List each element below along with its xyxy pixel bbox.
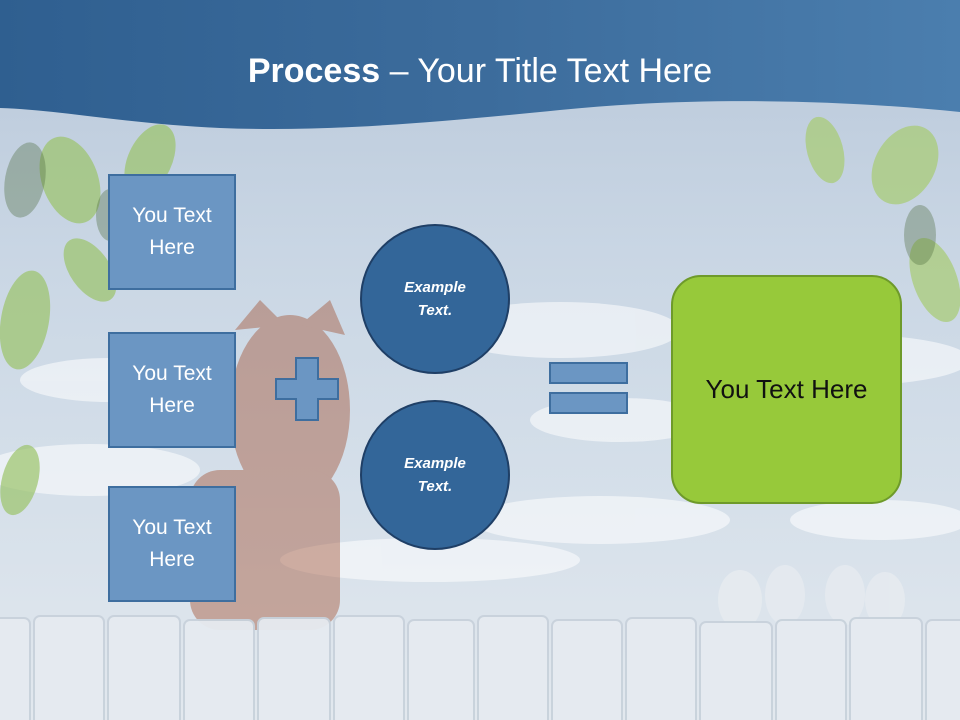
input-box-1[interactable]: You Text Here [108, 174, 236, 290]
result-box[interactable]: You Text Here [671, 275, 902, 504]
title-bold: Process [247, 52, 381, 90]
example-circle-1[interactable]: Example Text. [360, 224, 510, 374]
input-box-label: You Text Here [132, 362, 212, 417]
slide-title: Process – Your Title Text Here [0, 52, 960, 91]
input-box-3[interactable]: You Text Here [108, 486, 236, 602]
result-label: You Text Here [705, 374, 868, 404]
input-box-label: You Text Here [132, 516, 212, 571]
title-rest: – Your Title Text Here [380, 52, 713, 90]
input-box-2[interactable]: You Text Here [108, 332, 236, 448]
example-circle-2[interactable]: Example Text. [360, 400, 510, 550]
circle-label: Example Text. [404, 279, 466, 319]
circle-label: Example Text. [404, 455, 466, 495]
input-box-label: You Text Here [132, 204, 212, 259]
header-band [0, 0, 960, 130]
